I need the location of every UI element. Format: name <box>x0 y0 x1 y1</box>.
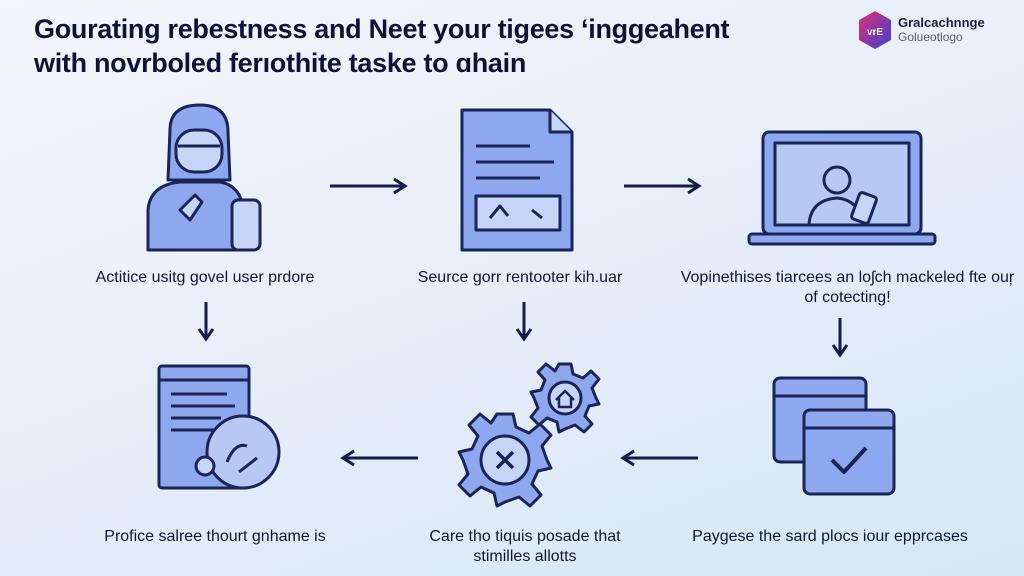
step-4-label: Paygese the sard plocs iour epprcases <box>692 528 968 545</box>
arrow-down-icon <box>197 302 215 342</box>
person-with-phone-icon <box>146 103 262 252</box>
hexagon-logo-icon: vrE <box>859 11 891 49</box>
web-page-magnifier-icon <box>157 364 281 490</box>
arrow-down-icon <box>515 302 533 342</box>
title-line-1: Gourating rebestness and Neet your tigee… <box>34 14 730 44</box>
step-3-label: Vopinethises tiarcees an loʃch mackeled … <box>680 269 1015 306</box>
document-icon <box>460 108 574 252</box>
arrow-right-icon <box>624 177 702 195</box>
title-line-2: with novrboled ferıothite taske to ɑhain <box>34 48 527 78</box>
step-5-label: Care tho tiquis posade that stimilles al… <box>429 528 621 565</box>
laptop-user-icon <box>747 130 937 246</box>
step-2-label: Seurce gorr rentooter kih.uar <box>417 269 623 286</box>
arrow-left-icon <box>620 449 698 467</box>
page-title: Gourating rebestness and Neet your tigee… <box>34 12 730 80</box>
step-6-label: Profice salree thourt ɡnhame is <box>104 528 326 545</box>
logo-name: Gralcachnnge <box>898 15 985 30</box>
arrow-down-icon <box>831 318 849 358</box>
arrow-right-icon <box>330 177 408 195</box>
step-1-label: Actitice usitg govel user prdore <box>95 269 315 286</box>
logo-subtitle: Golueotlogo <box>898 30 963 44</box>
svg-text:vrE: vrE <box>867 27 883 38</box>
brand-logo: vrE Gralcachnnge Golueotlogo <box>858 10 985 50</box>
windows-check-icon <box>772 376 896 496</box>
arrow-left-icon <box>340 449 418 467</box>
gears-icon <box>457 362 601 508</box>
